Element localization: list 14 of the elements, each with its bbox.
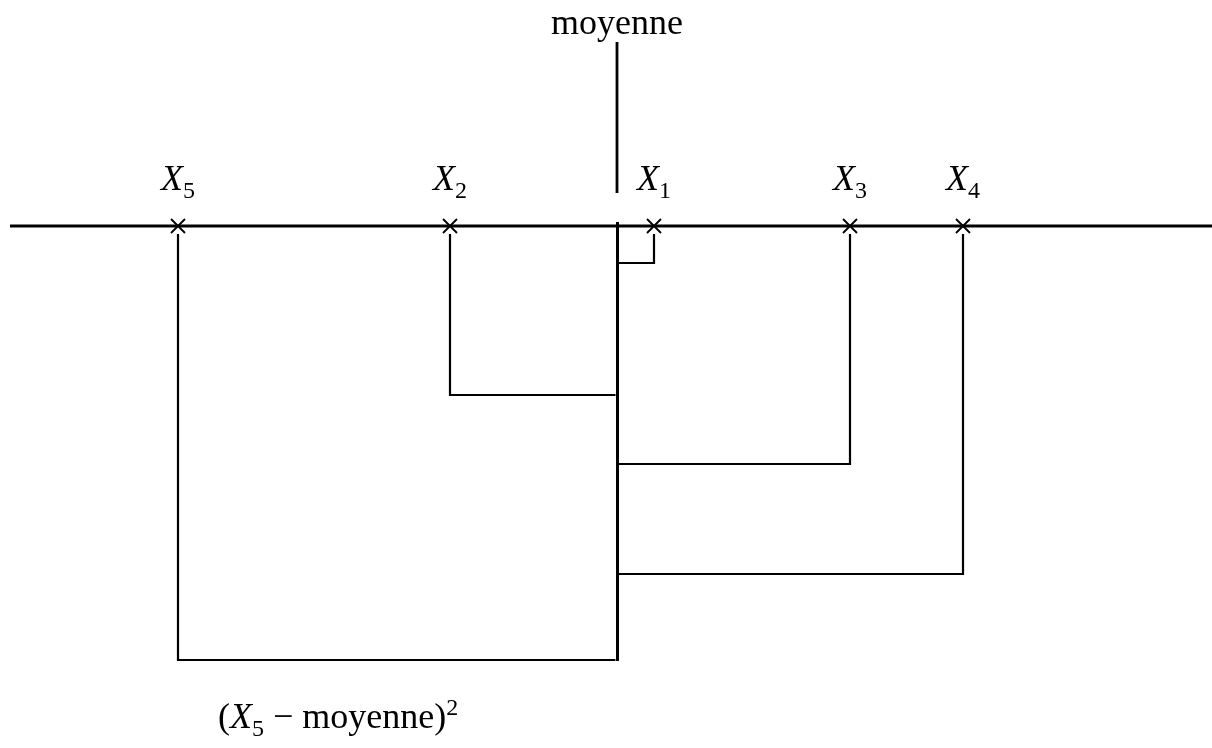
deviation-bracket — [618, 234, 656, 265]
point-label: X$_{3}$ — [833, 158, 867, 198]
point-label: X$_{5}$ — [161, 158, 195, 198]
deviation-bracket — [618, 234, 852, 466]
leader-line — [615, 42, 619, 193]
deviation-bracket — [448, 234, 616, 397]
deviation-bracket — [176, 234, 616, 662]
formula-label: (X$_{5}$ − moyenne)$^{2}$ — [218, 696, 459, 736]
point-label: X$_{2}$ — [433, 158, 467, 198]
mean-label: moyenne — [551, 2, 683, 42]
deviation-bracket — [618, 234, 965, 576]
mean-line — [615, 222, 619, 661]
point-label: X$_{4}$ — [946, 158, 980, 198]
point-label: X$_{1}$ — [637, 158, 671, 198]
